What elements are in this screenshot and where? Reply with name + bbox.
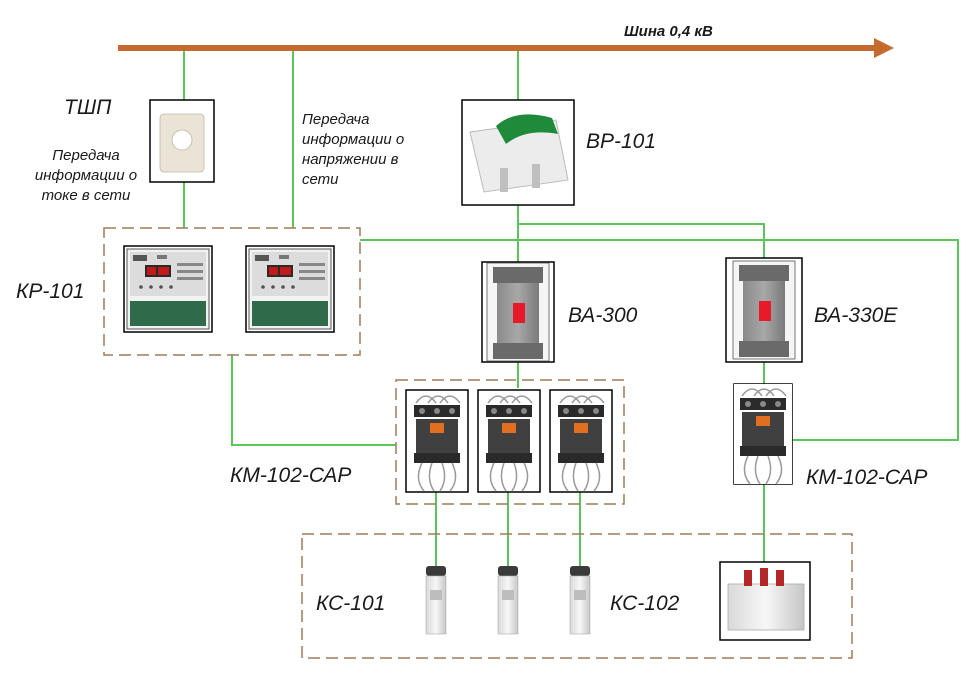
switch-vr-101: [461, 99, 575, 206]
km-left-group: [395, 379, 625, 505]
controller-2: [245, 245, 335, 333]
capacitor-3: [569, 565, 591, 635]
controller-1: [123, 245, 213, 333]
voltage-info-line-3: напряжении в: [302, 151, 399, 168]
capacitor-group: [301, 533, 853, 659]
kr-101-group: [103, 227, 361, 356]
contactor-3: [549, 389, 613, 493]
current-info-line-2: информации о: [34, 167, 138, 184]
contactor-4: [733, 383, 793, 485]
capacitor-bank: [719, 561, 811, 641]
capacitor-2: [497, 565, 519, 635]
label-va-330e: ВА-330Е: [814, 304, 898, 327]
current-transformer: [149, 99, 215, 183]
label-va-300: ВА-300: [568, 304, 638, 327]
current-info-line-1: Передача: [52, 147, 120, 164]
label-km-left: КМ-102-САР: [230, 464, 352, 487]
label-ks-101: КС-101: [316, 592, 386, 615]
label-ks-102: КС-102: [610, 592, 680, 615]
capacitor-1: [425, 565, 447, 635]
bus-arrow-head: [874, 38, 894, 58]
label-vr-101: ВР-101: [586, 130, 657, 153]
voltage-info-line-4: сети: [302, 171, 339, 188]
bus-label: Шина 0,4 кВ: [624, 23, 713, 40]
breaker-va-300: [481, 261, 555, 363]
label-kr-101: КР-101: [16, 280, 85, 303]
current-info-line-3: токе в сети: [41, 187, 131, 204]
label-voltage-info: Передача информации о напряжении в сети: [302, 110, 404, 190]
label-km-right: КМ-102-САР: [806, 466, 928, 489]
contactor-1: [405, 389, 469, 493]
breaker-va-330e: [725, 257, 803, 363]
label-current-info: Передача информации о токе в сети: [20, 146, 152, 206]
label-tshp: ТШП: [64, 96, 112, 119]
contactor-2: [477, 389, 541, 493]
voltage-info-line-1: Передача: [302, 111, 370, 128]
voltage-info-line-2: информации о: [302, 131, 405, 148]
